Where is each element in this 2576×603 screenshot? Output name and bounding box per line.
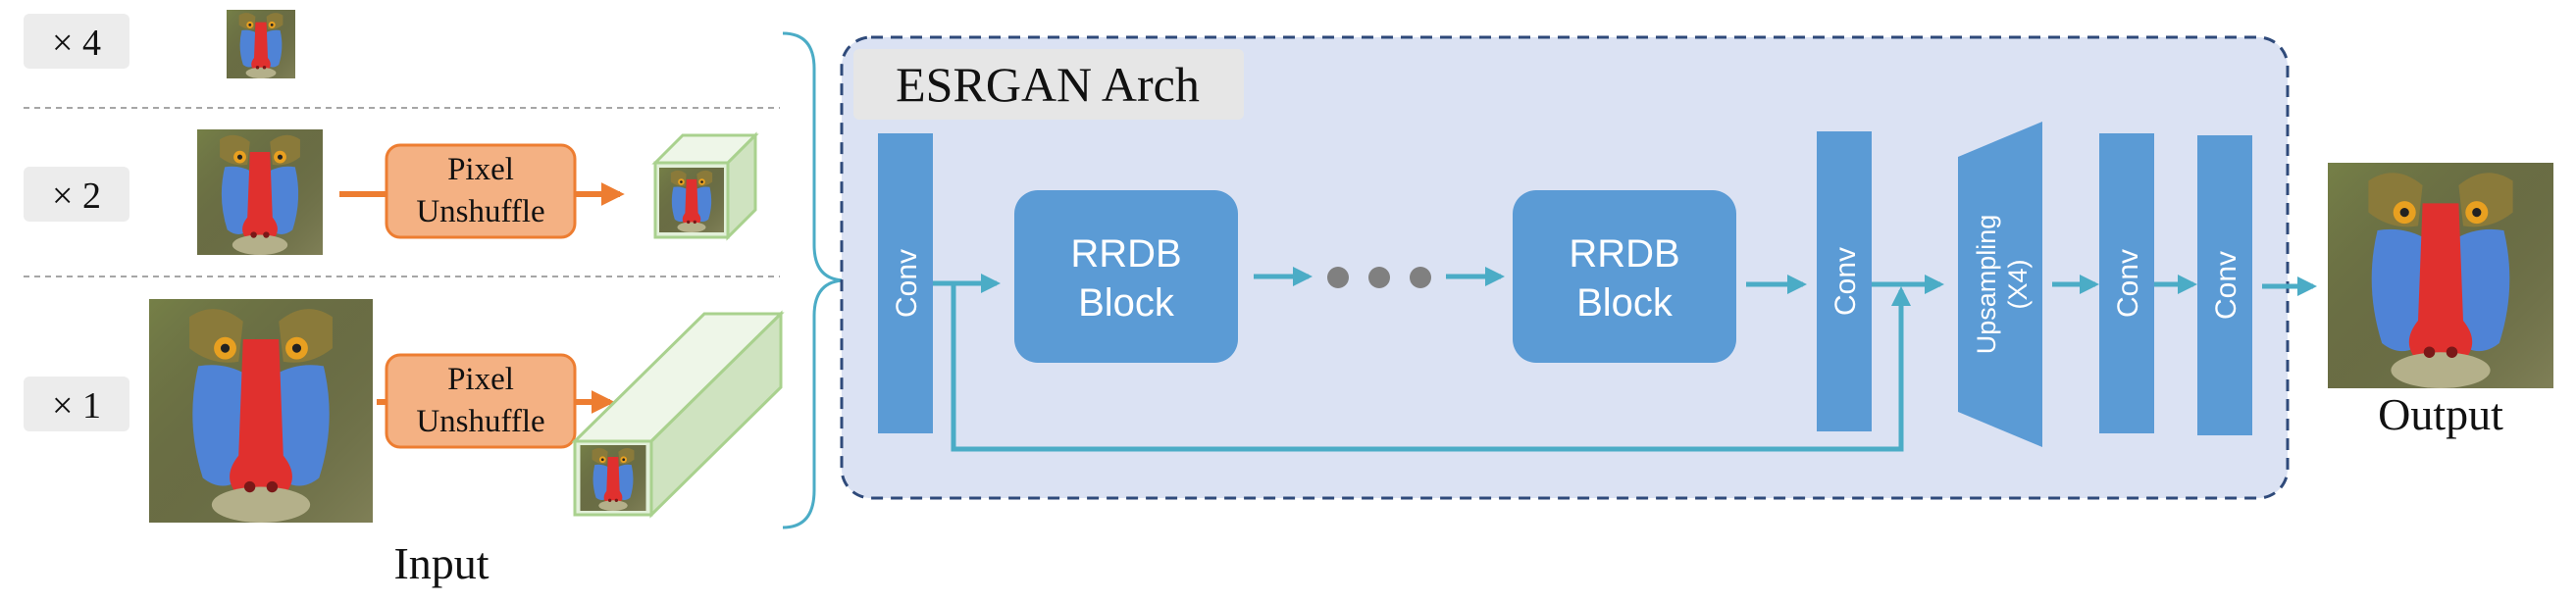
rrdb-label-line2: Block xyxy=(1078,281,1175,325)
scale-tag-x2: × 2 xyxy=(24,167,129,222)
pixel-unshuffle-label-line2: Unshuffle xyxy=(416,194,544,229)
output-section: Output xyxy=(2328,163,2553,439)
rrdb-label-line2: Block xyxy=(1576,281,1674,325)
conv-label: Conv xyxy=(2112,249,2144,318)
pixel-unshuffle-label-line1: Pixel xyxy=(447,152,514,187)
ellipsis-dots-icon xyxy=(1327,267,1431,288)
pixel-unshuffle-label-line1: Pixel xyxy=(447,362,514,397)
arch-title-tag xyxy=(853,49,1244,120)
conv-layer-2: Conv xyxy=(1817,131,1872,431)
skip-connection-arrow xyxy=(951,283,1911,452)
conv-label: Conv xyxy=(1829,247,1862,316)
conv-layer-1: Conv xyxy=(878,133,933,433)
pixel-unshuffle-label-line2: Unshuffle xyxy=(416,404,544,439)
baboon-image-icon xyxy=(197,129,323,255)
feature-tensor-cube-icon xyxy=(651,131,759,241)
rrdb-block-1: RRDB Block xyxy=(1014,190,1238,363)
conv-layer-3: Conv xyxy=(2099,133,2154,433)
pixel-unshuffle-box-x1: Pixel Unshuffle xyxy=(385,353,577,449)
rrdb-label-line1: RRDB xyxy=(1569,232,1679,276)
baboon-image-icon xyxy=(227,10,295,78)
input-label: Input xyxy=(393,538,489,588)
output-label: Output xyxy=(2378,389,2503,439)
rrdb-label-line1: RRDB xyxy=(1070,232,1181,276)
scale-tag-x4: × 4 xyxy=(24,14,129,69)
input-section: × 4 × 2 × 1 Pixel Unshuffle xyxy=(24,10,785,588)
upsampling-label-line2: (X4) xyxy=(2003,259,2033,309)
arch-title: ESRGAN Arch xyxy=(896,57,1200,112)
scale-tag-x1: × 1 xyxy=(24,377,129,431)
baboon-image-icon xyxy=(149,299,373,523)
baboon-image-icon xyxy=(2328,163,2553,388)
conv-label: Conv xyxy=(891,249,923,318)
pixel-unshuffle-box-x2: Pixel Unshuffle xyxy=(385,143,577,239)
rrdb-block-2: RRDB Block xyxy=(1513,190,1736,363)
esrgan-arch-panel: ESRGAN Arch Conv RRDB Block RRDB Block xyxy=(840,35,2290,500)
scale-label-x1: × 1 xyxy=(52,385,101,427)
upsampling-layer: Upsampling (X4) xyxy=(1958,122,2042,447)
curly-brace-icon xyxy=(782,31,847,529)
conv-label: Conv xyxy=(2210,251,2242,320)
conv-layer-4: Conv xyxy=(2197,135,2252,435)
scale-label-x4: × 4 xyxy=(52,23,101,64)
feature-tensor-cube-icon xyxy=(571,310,785,519)
upsampling-label-line1: Upsampling xyxy=(1972,215,2001,355)
scale-label-x2: × 2 xyxy=(52,176,101,217)
